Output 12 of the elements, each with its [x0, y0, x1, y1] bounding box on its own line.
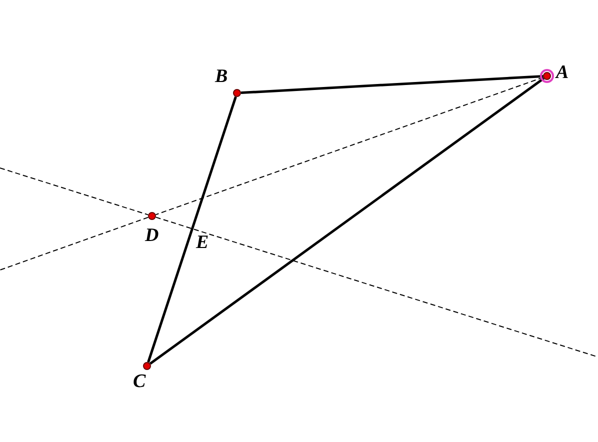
point-label: C — [133, 372, 146, 392]
dashed-line — [155, 216, 598, 358]
point-label: E — [196, 233, 209, 253]
point-label: A — [556, 63, 569, 83]
point-label: D — [145, 226, 159, 246]
dashed-line — [155, 76, 544, 216]
line-segment — [150, 77, 544, 365]
dashed-line — [0, 216, 149, 270]
dashed-line — [0, 168, 149, 216]
line-segment — [240, 74, 544, 94]
point-label: B — [215, 67, 228, 87]
line-segment — [147, 96, 237, 363]
